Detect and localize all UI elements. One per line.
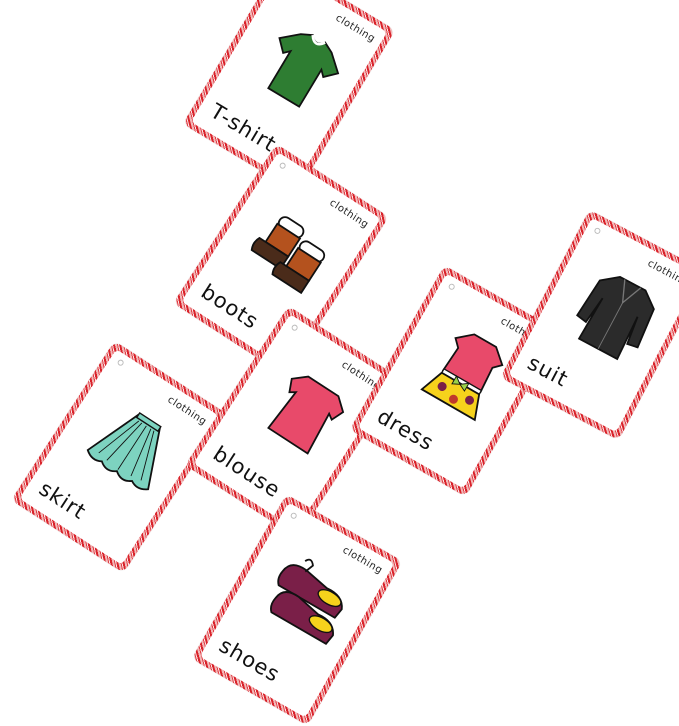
skirt-icon: [69, 386, 193, 510]
flashcard-skirt: clothing skirt: [11, 340, 227, 574]
card-word: blouse: [208, 441, 286, 503]
flashcard-tshirt: clothing T-shirt: [182, 0, 396, 193]
punch-hole: [290, 323, 299, 332]
flashcard-shoes: clothing shoes: [191, 494, 403, 726]
suit-icon: [555, 255, 677, 377]
flashcard-blouse: clothing blouse: [185, 305, 401, 539]
card-word: shoes: [215, 633, 285, 687]
t-shirt-icon: [240, 6, 363, 129]
boots-icon: [231, 189, 355, 313]
punch-hole: [278, 161, 287, 170]
card-word: skirt: [34, 476, 91, 525]
shoes-icon: [248, 539, 371, 662]
card-word: boots: [196, 279, 263, 334]
card-word: T-shirt: [206, 98, 281, 157]
card-word: suit: [523, 350, 573, 392]
flashcard-boots: clothing boots: [173, 143, 389, 377]
flashcard-dress: clothing dress: [349, 265, 561, 497]
punch-hole: [593, 226, 602, 235]
punch-hole: [289, 511, 298, 520]
blouse-icon: [243, 351, 367, 475]
punch-hole: [447, 282, 456, 291]
dress-icon: [406, 310, 529, 433]
card-word: dress: [373, 404, 439, 456]
punch-hole: [116, 358, 125, 367]
flashcard-suit: clothing suit: [500, 209, 679, 441]
